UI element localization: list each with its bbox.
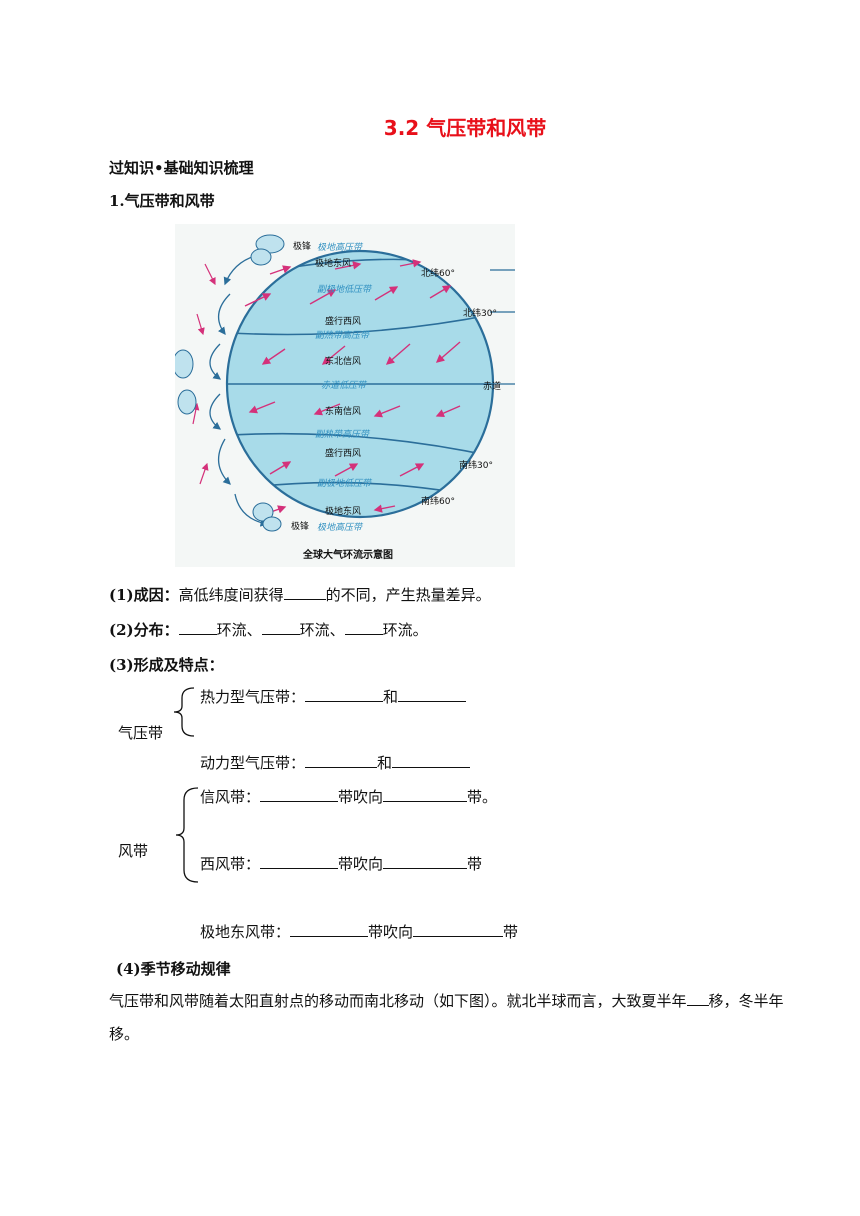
circulation-diagram: 极锋 极地东风 盛行西风 东北信风 东南信风 盛行西风 极地东风 极锋 北纬60…: [172, 224, 515, 567]
label-se-trade: 东南信风: [325, 405, 361, 417]
label-lat-n60: 北纬60°: [421, 267, 455, 279]
label-subtropical-high-s: 副热带高压带: [315, 429, 371, 440]
label-polar-easterly-n: 极地东风: [315, 257, 351, 269]
label-subpolar-low-n: 副极地低压带: [317, 284, 373, 295]
label-ne-trade: 东北信风: [325, 355, 361, 367]
label-subtropical-high-n: 副热带高压带: [315, 330, 371, 341]
label-equator: 赤道: [483, 380, 501, 392]
label-polar-high-s: 极地高压带: [317, 522, 364, 533]
trade-wind-row: 信风带：带吹向带。: [200, 788, 498, 806]
question-1: (1)成因：高低纬度间获得的不同，产生热量差异。: [109, 586, 491, 604]
section-heading: 过知识•基础知识梳理: [109, 159, 254, 177]
label-westerly-s: 盛行西风: [325, 447, 361, 459]
sub-heading: 1.气压带和风带: [109, 192, 215, 210]
paragraph-line-1: 气压带和风带随着太阳直射点的移动而南北移动（如下图）。就北半球而言，大致夏半年移…: [109, 992, 784, 1010]
label-equatorial-low: 赤道低压带: [321, 380, 368, 391]
label-polar-easterly-s: 极地东风: [325, 505, 361, 517]
question-4-label: (4)季节移动规律: [116, 960, 231, 978]
label-lat-s30: 南纬30°: [459, 459, 493, 471]
wind-group-label: 风带: [118, 842, 149, 860]
figure-caption: 全球大气环流示意图: [302, 548, 393, 561]
paragraph-line-2: 移。: [109, 1025, 140, 1043]
wind-arrows: [244, 259, 461, 515]
label-polar-front-s: 极锋: [291, 520, 309, 532]
pressure-group-label: 气压带: [118, 724, 164, 742]
page-title: 3.2 气压带和风带: [383, 116, 547, 140]
question-2: (2)分布：环流、环流、环流。: [109, 621, 428, 639]
label-lat-s60: 南纬60°: [421, 495, 455, 507]
westerly-row: 西风带：带吹向带: [200, 855, 483, 873]
label-polar-high-n: 极地高压带: [317, 242, 364, 253]
pressure-brace: [173, 687, 195, 737]
thermal-pressure-row: 热力型气压带：和: [200, 686, 467, 707]
label-subpolar-low-s: 副极地低压带: [317, 478, 373, 489]
label-lat-n30: 北纬30°: [463, 307, 497, 319]
dynamic-pressure-row: 动力型气压带：和: [200, 752, 471, 773]
polar-easterly-row: 极地东风带：带吹向带: [200, 923, 519, 941]
label-polar-front-n: 极锋: [293, 240, 311, 252]
wind-brace: [175, 787, 199, 883]
label-westerly-n: 盛行西风: [325, 315, 361, 327]
question-3-label: (3)形成及特点：: [109, 656, 224, 674]
